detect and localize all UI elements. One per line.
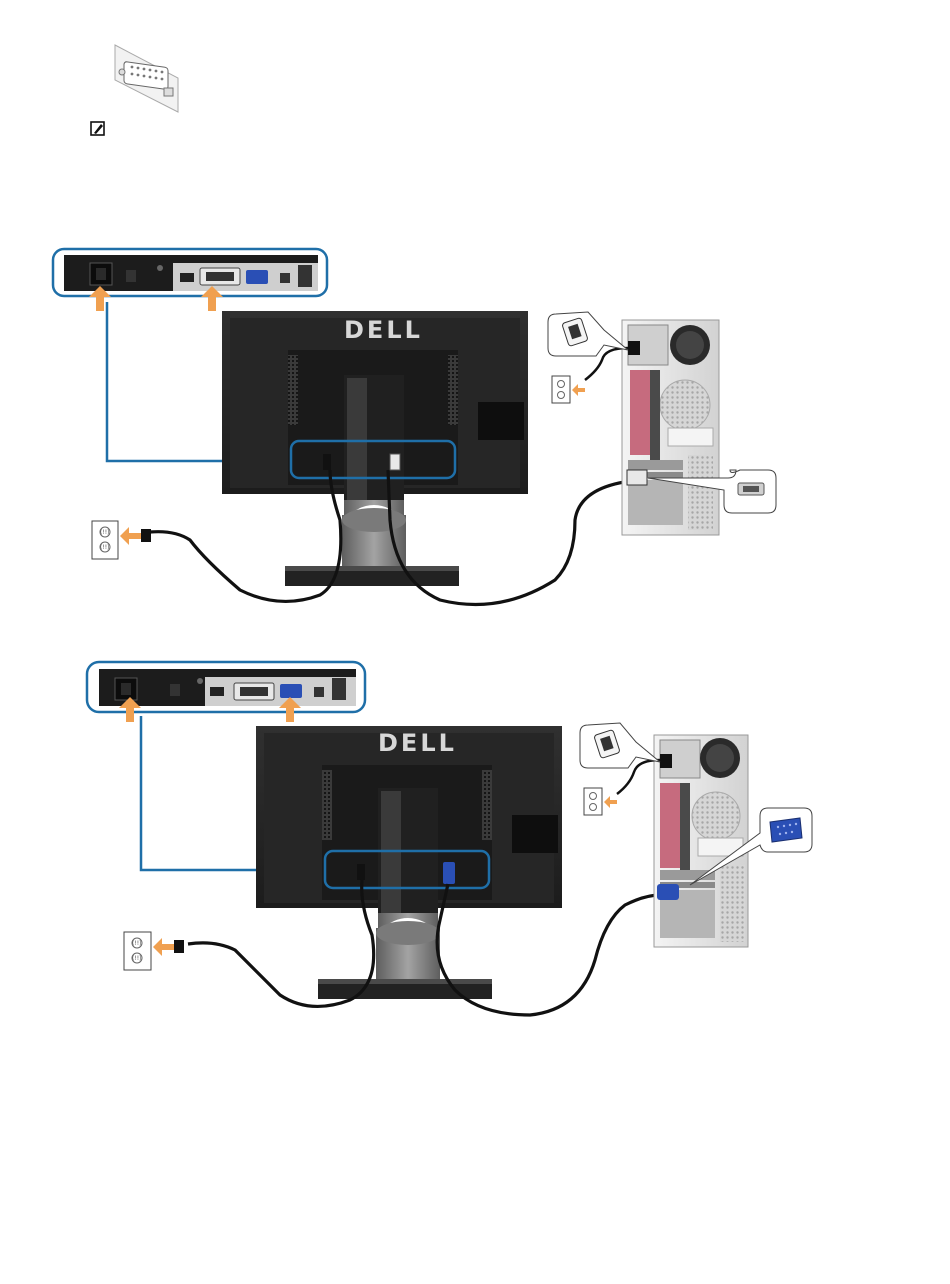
pc-tower-2	[654, 735, 748, 947]
svg-text:(!!): (!!)	[132, 940, 142, 947]
diagram-vga-connection: DELL (!!) (!!)	[87, 662, 812, 1015]
wall-outlet-icon-pc	[552, 376, 570, 403]
wall-outlet-icon-2: (!!) (!!)	[124, 932, 151, 970]
svg-text:(!!): (!!)	[100, 544, 110, 551]
pencil-note-icon	[91, 122, 104, 135]
svg-text:(!!): (!!)	[132, 955, 142, 962]
vga-connector-icon	[770, 818, 802, 842]
outlet-arrow-icon	[120, 527, 141, 545]
dvi-connector-icon	[115, 45, 178, 112]
outlet-arrow-icon-2	[153, 938, 174, 956]
pc-tower	[622, 320, 719, 535]
dell-logo: DELL	[344, 316, 423, 344]
power-plug-icon-2	[174, 940, 184, 953]
wall-outlet-icon-pc-2	[584, 788, 602, 815]
dell-logo-2: DELL	[378, 729, 457, 757]
pc-outlet-arrow-icon-2	[604, 796, 617, 808]
diagram-dvi-connection: DELL (!!) (!!)	[53, 249, 776, 605]
wall-outlet-icon: (!!) (!!)	[92, 521, 118, 559]
power-plug-icon	[141, 529, 151, 542]
pc-outlet-arrow-icon	[572, 384, 585, 396]
svg-text:(!!): (!!)	[100, 529, 110, 536]
vga-plug-on-monitor	[443, 862, 455, 884]
vga-plug-on-pc	[657, 884, 679, 900]
